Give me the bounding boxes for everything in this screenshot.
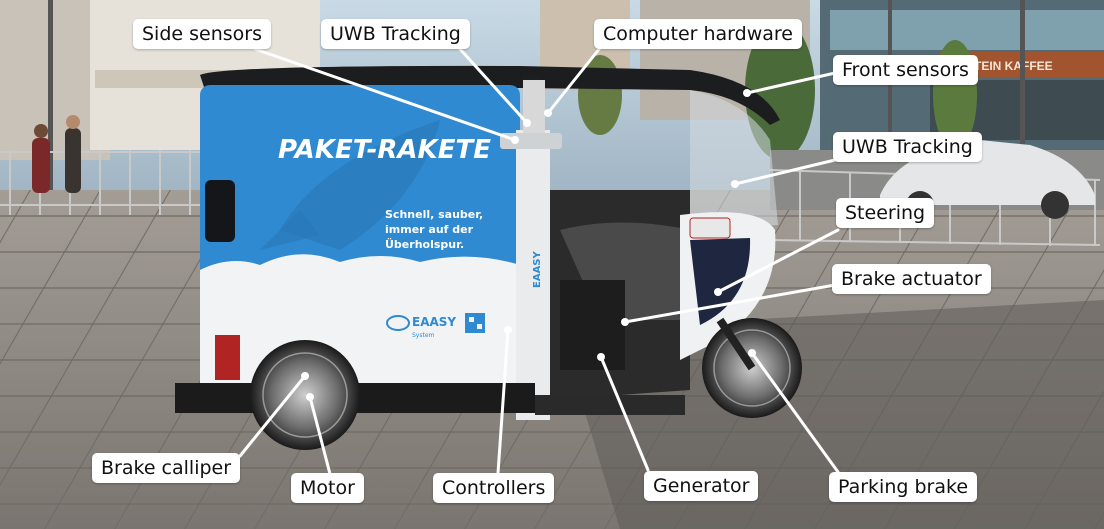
label-brake-calliper: Brake calliper: [92, 453, 241, 483]
slogan-line1: Schnell, sauber,: [385, 208, 483, 221]
leader-side-sensors: [253, 47, 517, 142]
label-brake-actuator: Brake actuator: [832, 264, 991, 294]
rear-wheel: [250, 340, 360, 450]
pedestrians: [32, 115, 81, 193]
slogan-line2: immer auf der: [385, 223, 474, 236]
eaasy-logo-sub: System: [412, 332, 435, 339]
label-uwb-tracking-right: UWB Tracking: [833, 132, 982, 162]
leader-uwb-right: [733, 158, 837, 186]
label-computer-hardware: Computer hardware: [594, 19, 802, 49]
label-uwb-tracking-top: UWB Tracking: [321, 19, 470, 49]
leader-controllers: [496, 328, 510, 475]
eaasy-logo: EAASY: [412, 315, 456, 329]
leader-uwb-top: [458, 47, 529, 125]
label-steering: Steering: [836, 198, 935, 228]
leader-brake-calliper: [238, 374, 307, 458]
label-side-sensors: Side sensors: [133, 19, 271, 49]
leader-front-sensors: [745, 71, 837, 95]
leader-parking-brake: [750, 351, 840, 474]
label-controllers: Controllers: [433, 473, 555, 503]
leader-brake-actuator: [623, 283, 837, 324]
cargo-bike: PAKET-RAKETE Schnell, sauber, immer auf …: [175, 65, 802, 450]
leader-generator: [599, 355, 650, 472]
leader-endpoints: [301, 89, 756, 401]
leader-lines: [238, 46, 840, 476]
label-generator: Generator: [644, 471, 759, 501]
brand-title: PAKET-RAKETE: [278, 135, 491, 165]
leader-motor: [308, 395, 332, 476]
plate-number: 0246: [523, 74, 540, 82]
vertical-logo: EAASY: [532, 250, 543, 288]
label-motor: Motor: [291, 473, 364, 503]
slogan-line3: Überholspur.: [385, 237, 464, 251]
leader-computer-hardware: [546, 46, 602, 115]
eaasy-logo-icon: [386, 315, 410, 331]
qr-code-icon: [465, 313, 485, 333]
label-parking-brake: Parking brake: [829, 472, 978, 502]
label-front-sensors: Front sensors: [833, 55, 978, 85]
leader-steering: [716, 228, 840, 294]
